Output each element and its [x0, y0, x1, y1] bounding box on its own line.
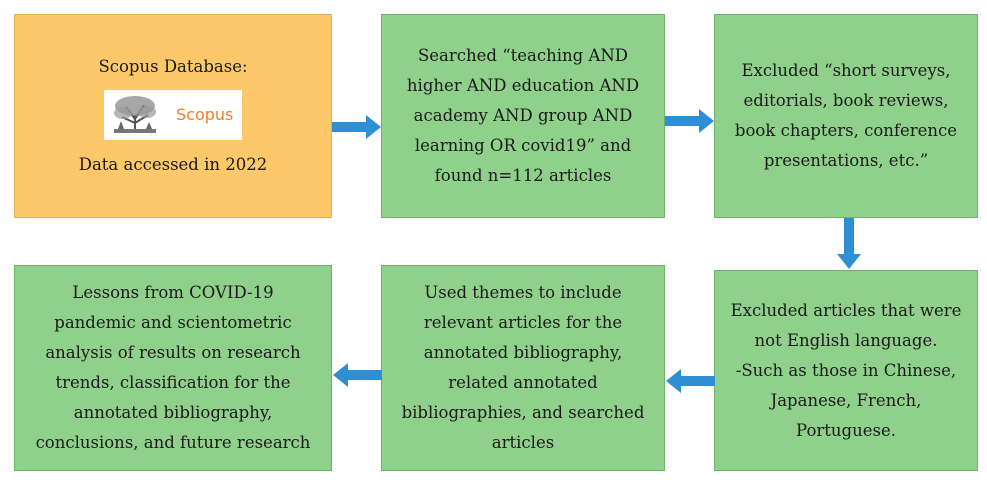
source-title: Scopus Database: [98, 57, 248, 76]
scopus-logo: Scopus [104, 90, 242, 140]
exclude-language-line: Excluded articles that were [730, 300, 962, 320]
exclude-types-box: Excluded “short surveys, editorials, boo… [714, 14, 978, 218]
themes-line: related annotated [448, 373, 598, 392]
themes-line: articles [491, 433, 555, 452]
themes-line: bibliographies, and searched [401, 403, 645, 422]
lessons-box: Lessons from COVID-19 pandemic and scien… [14, 265, 332, 471]
exclude-types-line: book chapters, conference [734, 121, 958, 140]
search-line: academy AND group AND [413, 106, 633, 125]
exclude-language-line: Japanese, French, [770, 390, 922, 410]
lessons-line: pandemic and scientometric [54, 313, 292, 332]
search-line: Searched “teaching AND [417, 46, 629, 65]
themes-line: Used themes to include [424, 283, 622, 302]
search-box: Searched “teaching AND higher AND educat… [381, 14, 665, 218]
arrow-down-icon [837, 218, 861, 269]
lessons-line: conclusions, and future research [35, 433, 311, 452]
themes-line: relevant articles for the [423, 313, 623, 332]
exclude-language-box: Excluded articles that were not English … [714, 270, 978, 471]
arrow-left-icon [333, 363, 382, 387]
scopus-logo-text: Scopus [176, 105, 234, 124]
themes-box: Used themes to include relevant articles… [381, 265, 665, 471]
scopus-source-box: Scopus Database: Scopus Data accessed in… [14, 14, 332, 218]
exclude-types-line: editorials, book reviews, [743, 91, 949, 110]
search-line: learning OR covid19” and [414, 136, 632, 155]
arrow-right-icon [665, 109, 714, 133]
arrow-left-icon [666, 369, 715, 393]
exclude-language-line: -Such as those in Chinese, [735, 360, 957, 380]
elsevier-tree-icon [108, 93, 162, 137]
exclude-types-line: presentations, etc.” [763, 151, 929, 170]
lessons-line: trends, classification for the [55, 373, 291, 392]
exclude-language-line: Portuguese. [796, 420, 896, 440]
lessons-line: Lessons from COVID-19 [72, 283, 274, 302]
lessons-line: annotated bibliography, [73, 403, 273, 422]
themes-line: annotated bibliography, [423, 343, 623, 362]
search-line: higher AND education AND [406, 76, 640, 95]
arrow-right-icon [332, 115, 381, 139]
lessons-line: analysis of results on research [45, 343, 301, 362]
exclude-language-line: not English language. [754, 330, 938, 350]
exclude-types-line: Excluded “short surveys, [741, 61, 951, 80]
search-line: found n=112 articles [434, 166, 612, 185]
source-access-note: Data accessed in 2022 [78, 155, 268, 174]
